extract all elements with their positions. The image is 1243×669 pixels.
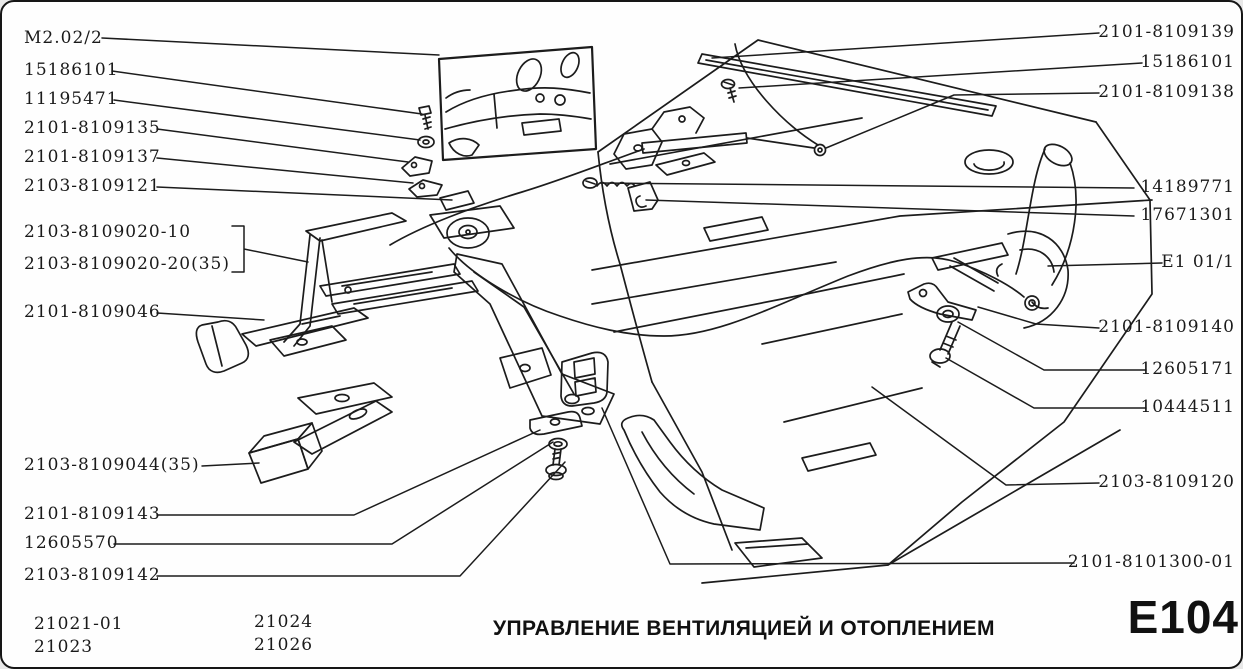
knob-lever-046 (195, 307, 369, 374)
model-code-21026: 21026 (254, 635, 314, 655)
screw-with-spring (582, 177, 598, 189)
clip-icon (408, 179, 443, 198)
screw-icon (720, 78, 736, 90)
callout-11195471: 11195471 (24, 89, 119, 109)
callout-12605570: 12605570 (24, 533, 119, 553)
callout-2101-8109046: 2101-8109046 (24, 302, 161, 322)
knob-lever-044 (248, 400, 393, 484)
callout-10444511: 10444511 (1140, 397, 1235, 417)
callout-2101-8109138: 2101-8109138 (1098, 82, 1235, 102)
model-code-21024: 21024 (254, 612, 314, 632)
callout-2103-8109121: 2103-8109121 (24, 176, 161, 196)
screw-icon (418, 105, 432, 116)
callout-2101-8101300-01: 2101-8101300-01 (1067, 552, 1235, 572)
callout-2101-8109135: 2101-8109135 (24, 118, 161, 138)
air-duct (620, 414, 765, 531)
callout-2103-8109142: 2103-8109142 (24, 565, 161, 585)
callout-15186101-left: 15186101 (24, 60, 119, 80)
clamp-plate-and-screw (499, 347, 583, 481)
control-cables (389, 43, 1040, 337)
heater-motor-flange (1007, 230, 1069, 329)
callout-2101-8109140: 2101-8109140 (1098, 317, 1235, 337)
page-title: УПРАВЛЕНИЕ ВЕНТИЛЯЦИЕЙ И ОТОПЛЕНИЕМ (493, 617, 995, 640)
nut-icon (417, 135, 435, 149)
fasteners-column (401, 105, 443, 198)
callout-17671301: 17671301 (1140, 205, 1235, 225)
dashboard-inset-view (437, 45, 598, 162)
section-code: E104 (1127, 591, 1239, 643)
model-code-21023: 21023 (34, 637, 94, 657)
callout-2101-8109139: 2101-8109139 (1098, 22, 1235, 42)
cable-clamp-139 (651, 106, 705, 134)
cable-retainer-clip (627, 181, 659, 212)
callout-2103-8109020-20: 2103-8109020-20(35) (24, 254, 230, 274)
model-code-21021-01: 21021-01 (34, 614, 124, 634)
callout-2103-8109120: 2103-8109120 (1098, 472, 1235, 492)
fan-switch (560, 351, 609, 407)
callout-m2-02-2: M2.02/2 (24, 28, 103, 48)
callout-2101-8109137: 2101-8109137 (24, 147, 161, 167)
callout-15186101-right: 15186101 (1140, 52, 1235, 72)
callout-14189771: 14189771 (1140, 177, 1235, 197)
heater-unit-drawing (582, 39, 1153, 584)
callout-12605171: 12605171 (1140, 359, 1235, 379)
control-bracket-assembly (269, 190, 615, 425)
callout-2103-8109044: 2103-8109044(35) (24, 455, 200, 475)
callout-2101-8109143: 2101-8109143 (24, 504, 161, 524)
leader-lines (101, 32, 1163, 577)
callout-e1-01-1: E1 01/1 (1161, 252, 1235, 272)
cable-lever-and-bolt (907, 282, 977, 368)
callout-2103-8109020-10: 2103-8109020-10 (24, 222, 192, 242)
clip-icon (401, 156, 433, 177)
